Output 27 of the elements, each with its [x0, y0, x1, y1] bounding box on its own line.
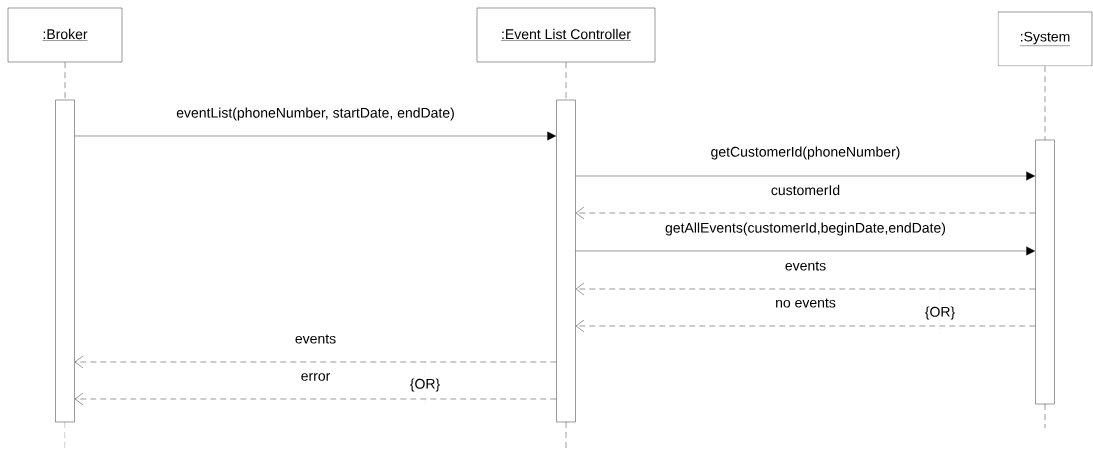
lifeline — [1044, 66, 1046, 140]
message-arrow — [74, 355, 557, 369]
message-arrow — [575, 246, 1036, 256]
message-arrow — [575, 319, 1036, 333]
message-arrow — [74, 131, 557, 141]
lifeline — [565, 62, 567, 100]
activation-bar — [1035, 139, 1055, 405]
activation-bar — [55, 99, 75, 423]
constraint-label: {OR} — [923, 305, 957, 321]
constraint-label: {OR} — [408, 377, 442, 393]
message-label: getAllEvents(customerId,beginDate,endDate) — [664, 221, 947, 237]
object-box: :Broker — [7, 7, 123, 63]
message-label: customerId — [769, 183, 842, 197]
message-arrow — [575, 282, 1036, 296]
message-arrow — [575, 171, 1036, 181]
activation-bar — [556, 99, 576, 423]
object-box: :System — [997, 11, 1093, 67]
message-arrow — [74, 392, 557, 406]
object-box: :Event List Controller — [476, 7, 656, 63]
message-label: error — [299, 372, 332, 382]
message-arrow — [575, 206, 1036, 220]
message-label: getCustomerId(phoneNumber) — [709, 145, 902, 161]
message-label: events — [293, 333, 338, 345]
message-label: no events — [774, 297, 837, 309]
lifeline — [64, 62, 66, 100]
message-label: events — [783, 260, 828, 272]
message-label: eventList(phoneNumber, startDate, endDate) — [175, 106, 456, 122]
